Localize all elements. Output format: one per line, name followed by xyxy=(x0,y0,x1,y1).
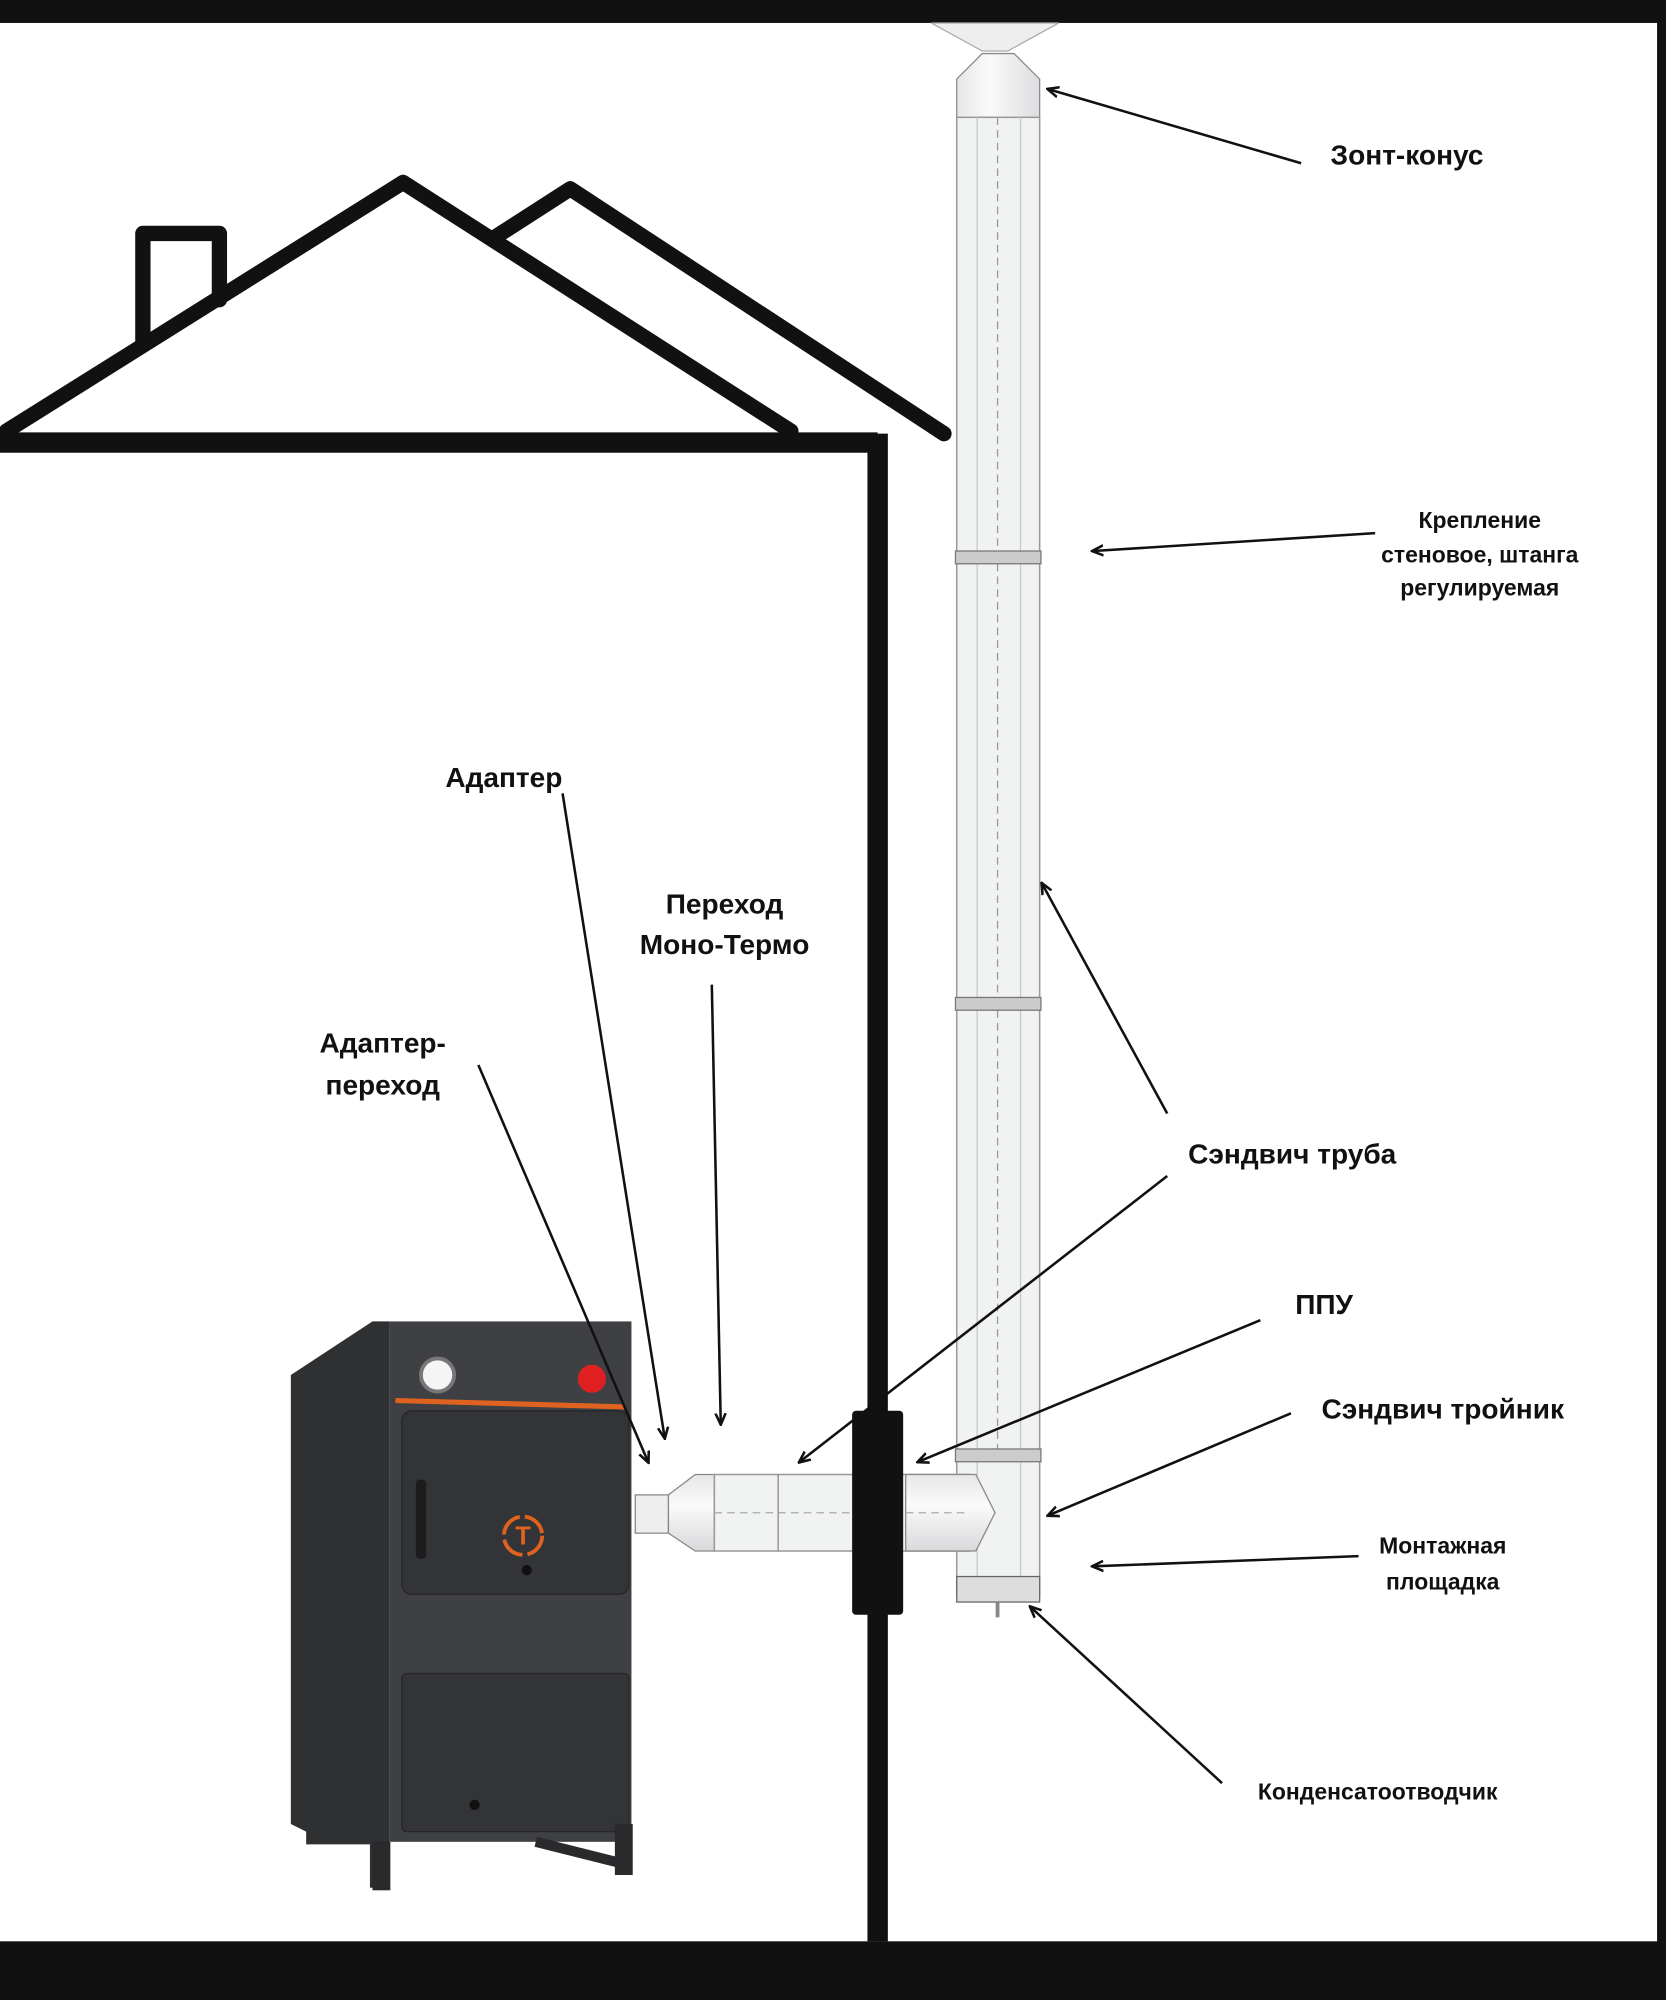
ppu-wall-sleeve xyxy=(852,1410,904,1615)
top-border xyxy=(0,0,1666,23)
joint-clamp xyxy=(954,1448,1042,1463)
arrow-kreplenie xyxy=(1093,531,1376,551)
arrow-montazh xyxy=(1093,1554,1359,1566)
label-kondensat: Конденсатоотводчик xyxy=(1258,1779,1498,1805)
label-montazh-line1: Монтажная xyxy=(1379,1533,1506,1559)
label-adapter-perehod-line1: Адаптер- xyxy=(319,1027,445,1058)
roof-chimney xyxy=(135,225,228,350)
right-border xyxy=(1657,0,1666,2000)
door-handle xyxy=(415,1479,427,1559)
arrow-perehod xyxy=(710,984,721,1424)
label-adapter-perehod-line2: переход xyxy=(326,1069,441,1100)
callout-labels: Зонт-конус Крепление стеновое, штанга ре… xyxy=(319,140,1578,1805)
boiler-side xyxy=(290,1321,390,1888)
arrow-kondensat xyxy=(1031,1607,1223,1785)
arrow-sandwich-truba-up xyxy=(1042,884,1169,1115)
door-knob xyxy=(521,1565,532,1576)
label-adapter: Адаптер xyxy=(445,762,562,793)
label-ppu: ППУ xyxy=(1295,1289,1353,1320)
boiler-leg xyxy=(372,1841,391,1891)
callout-arrows xyxy=(477,89,1376,1785)
adapter-part xyxy=(634,1494,670,1534)
mono-termo-transition-part xyxy=(667,1473,716,1552)
arrow-sandwich-truba-down xyxy=(800,1175,1169,1462)
arrow-adapter-perehod xyxy=(477,1064,648,1462)
label-sandwich-truba: Сэндвич труба xyxy=(1188,1138,1396,1169)
boiler-base xyxy=(534,1836,629,1870)
mounting-platform-part xyxy=(956,1575,1041,1603)
label-kreplenie-line3: регулируемая xyxy=(1400,575,1559,601)
label-perehod-line2: Моно-Термо xyxy=(640,929,810,960)
cone-cap xyxy=(930,22,1060,52)
bottom-border xyxy=(0,1941,1666,2000)
arrow-adapter xyxy=(561,793,665,1437)
valve-icon xyxy=(577,1364,606,1393)
sandwich-pipe-horizontal xyxy=(634,1473,996,1552)
boiler-logo: T xyxy=(515,1523,531,1551)
arrow-sandwich-troynik xyxy=(1049,1412,1292,1515)
boiler-logo-icon xyxy=(501,1514,545,1557)
label-montazh-line2: площадка xyxy=(1386,1568,1500,1594)
arrow-ppu xyxy=(918,1318,1261,1462)
label-kreplenie-line1: Крепление xyxy=(1419,507,1541,533)
joint-clamp xyxy=(954,996,1042,1011)
arrow-zont-konus xyxy=(1049,89,1302,165)
house-outline xyxy=(0,174,952,442)
roof-main xyxy=(0,174,799,439)
lower-door xyxy=(401,1672,630,1833)
label-zont-konus: Зонт-конус xyxy=(1331,140,1484,171)
zont-konus-part xyxy=(956,52,1041,118)
joint-clamp xyxy=(954,550,1042,565)
label-kreplenie-line2: стеновое, штанга xyxy=(1381,542,1579,568)
label-perehod-line1: Переход xyxy=(666,888,784,919)
boiler: T xyxy=(290,1321,633,1891)
sandwich-pipe-vertical xyxy=(930,22,1060,1618)
upper-door xyxy=(401,1410,630,1596)
label-sandwich-troynik: Сэндвич тройник xyxy=(1321,1393,1564,1424)
door-knob xyxy=(469,1799,480,1810)
boiler-accent-strip xyxy=(395,1397,626,1410)
roof-secondary xyxy=(487,181,952,442)
thermometer-icon xyxy=(419,1356,457,1394)
